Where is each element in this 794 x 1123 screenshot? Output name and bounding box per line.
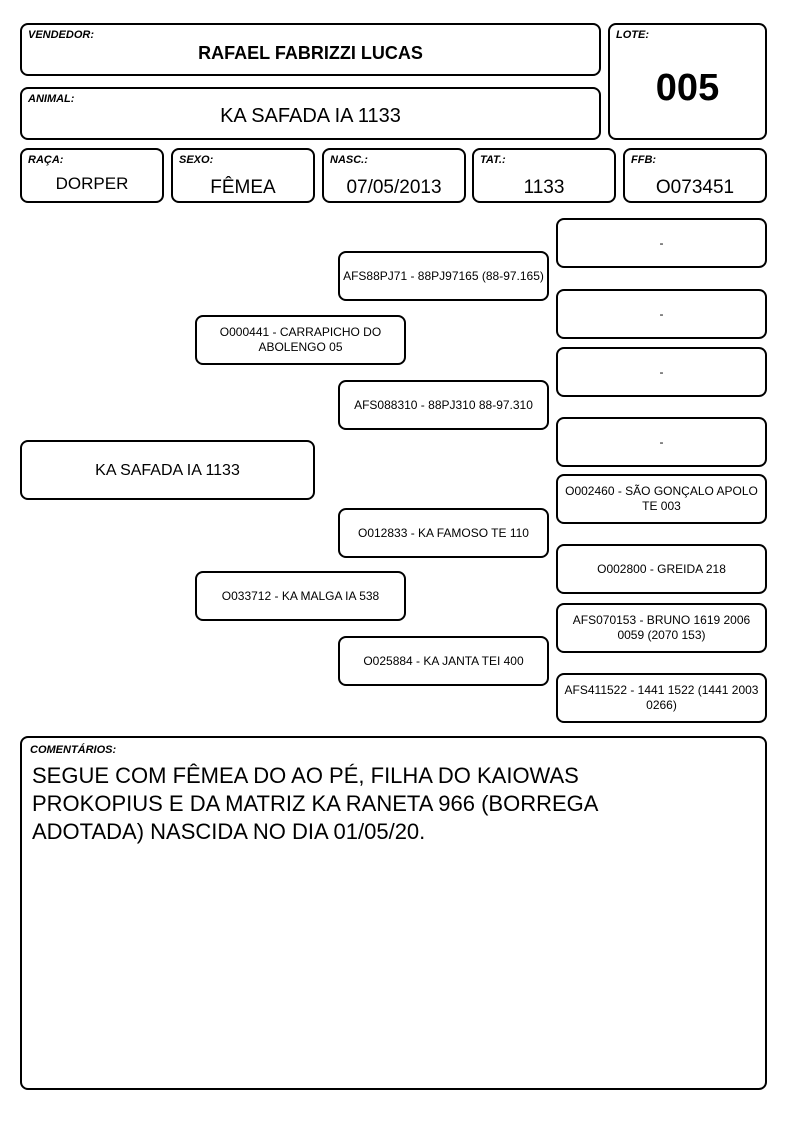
pedigree-ggp-2-text: - <box>659 306 664 321</box>
sexo-box: SEXO: FÊMEA <box>171 148 315 203</box>
raca-box: RAÇA: DORPER <box>20 148 164 203</box>
pedigree-ggp-5: O002460 - SÃO GONÇALO APOLO TE 003 <box>556 474 767 524</box>
tat-value: 1133 <box>523 177 565 198</box>
pedigree-sire-text: O000441 - CARRAPICHO DO ABOLENGO 05 <box>219 325 382 354</box>
pedigree-sire: O000441 - CARRAPICHO DO ABOLENGO 05 <box>195 315 406 365</box>
pedigree-dam-sire-text: O012833 - KA FAMOSO TE 110 <box>358 525 529 540</box>
pedigree-ggp-3-text: - <box>659 364 664 379</box>
pedigree-dam-dam-text: O025884 - KA JANTA TEI 400 <box>363 653 524 668</box>
sexo-value: FÊMEA <box>210 177 276 198</box>
animal-box: ANIMAL: KA SAFADA IA 1133 <box>20 87 601 140</box>
pedigree-ggp-3: - <box>556 347 767 397</box>
comments-text: SEGUE COM FÊMEA DO AO PÉ, FILHA DO KAIOW… <box>32 763 599 844</box>
pedigree-ggp-6-text: O002800 - GREIDA 218 <box>597 561 726 576</box>
lote-value: 005 <box>655 67 720 109</box>
raca-value: DORPER <box>55 174 129 193</box>
pedigree-ggp-5-text: O002460 - SÃO GONÇALO APOLO TE 003 <box>565 484 758 513</box>
pedigree-sire-dam-text: AFS088310 - 88PJ310 88-97.310 <box>354 397 533 412</box>
raca-label: RAÇA: <box>28 154 64 166</box>
animal-value: KA SAFADA IA 1133 <box>220 105 401 127</box>
ffb-value: O073451 <box>655 177 735 198</box>
pedigree-animal: KA SAFADA IA 1133 <box>20 440 315 500</box>
pedigree-animal-text: KA SAFADA IA 1133 <box>95 461 240 479</box>
pedigree-ggp-7: AFS070153 - BRUNO 1619 2006 0059 (2070 1… <box>556 603 767 653</box>
pedigree-ggp-8-text: AFS411522 - 1441 1522 (1441 2003 0266) <box>564 683 759 712</box>
vendedor-value: RAFAEL FABRIZZI LUCAS <box>198 43 423 63</box>
ffb-box: FFB: O073451 <box>623 148 767 203</box>
pedigree-dam-dam: O025884 - KA JANTA TEI 400 <box>338 636 549 686</box>
vendedor-box: VENDEDOR: RAFAEL FABRIZZI LUCAS <box>20 23 601 76</box>
pedigree-sire-dam: AFS088310 - 88PJ310 88-97.310 <box>338 380 549 430</box>
pedigree-ggp-2: - <box>556 289 767 339</box>
pedigree-sire-sire-text: AFS88PJ71 - 88PJ97165 (88-97.165) <box>343 268 544 283</box>
pedigree-ggp-8: AFS411522 - 1441 1522 (1441 2003 0266) <box>556 673 767 723</box>
pedigree-dam: O033712 - KA MALGA IA 538 <box>195 571 406 621</box>
sexo-label: SEXO: <box>179 154 214 166</box>
vendedor-label: VENDEDOR: <box>28 29 95 41</box>
pedigree-ggp-1: - <box>556 218 767 268</box>
ffb-label: FFB: <box>631 154 657 166</box>
lote-box: LOTE: 005 <box>608 23 767 140</box>
tat-box: TAT.: 1133 <box>472 148 616 203</box>
nasc-value: 07/05/2013 <box>346 177 442 198</box>
pedigree-dam-sire: O012833 - KA FAMOSO TE 110 <box>338 508 549 558</box>
pedigree-dam-text: O033712 - KA MALGA IA 538 <box>221 588 380 603</box>
tat-label: TAT.: <box>480 154 506 166</box>
pedigree-ggp-4-text: - <box>659 434 664 449</box>
animal-label: ANIMAL: <box>28 93 75 105</box>
pedigree-ggp-1-text: - <box>659 235 664 250</box>
nasc-label: NASC.: <box>330 154 368 166</box>
pedigree-ggp-4: - <box>556 417 767 467</box>
pedigree-ggp-6: O002800 - GREIDA 218 <box>556 544 767 594</box>
lote-label: LOTE: <box>616 29 649 41</box>
nasc-box: NASC.: 07/05/2013 <box>322 148 466 203</box>
pedigree-sire-sire: AFS88PJ71 - 88PJ97165 (88-97.165) <box>338 251 549 301</box>
comments-label: COMENTÁRIOS: <box>30 744 117 756</box>
comments-box: COMENTÁRIOS: SEGUE COM FÊMEA DO AO PÉ, F… <box>20 736 767 1090</box>
pedigree-ggp-7-text: AFS070153 - BRUNO 1619 2006 0059 (2070 1… <box>572 613 751 642</box>
